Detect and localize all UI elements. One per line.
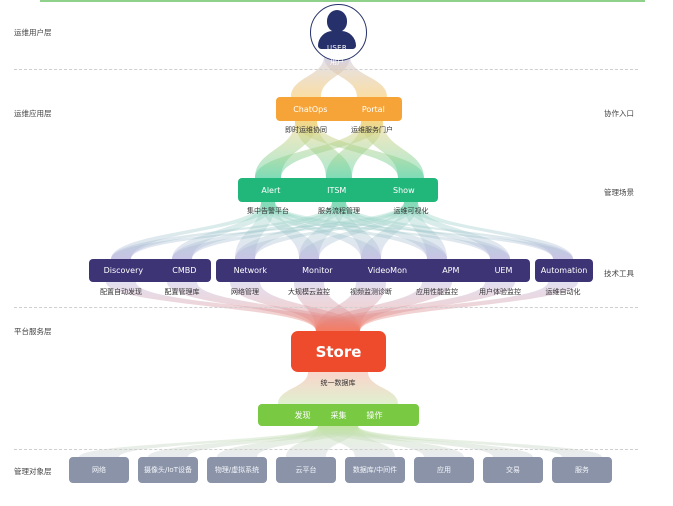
user-label: USER bbox=[326, 44, 348, 52]
tool-uem-sub: 用户体验监控 bbox=[479, 288, 521, 296]
flow-entry-scene bbox=[255, 121, 383, 178]
tool-monitor-sub: 大规模云监控 bbox=[288, 288, 330, 296]
tool-automation: Automation bbox=[540, 266, 588, 275]
object-camera-iot[interactable]: 摄像头/IoT设备 bbox=[138, 457, 198, 483]
scene-itsm-sub: 服务流程管理 bbox=[318, 207, 360, 215]
flow-scene-tool bbox=[299, 202, 418, 259]
top-accent-line bbox=[40, 0, 645, 2]
scene-show: Show bbox=[393, 185, 415, 195]
store-box[interactable]: Store bbox=[291, 331, 386, 372]
flow-collect-object bbox=[318, 426, 602, 457]
collect-box[interactable]: 发现 采集 操作 bbox=[258, 404, 419, 426]
entry-portal: Portal bbox=[361, 104, 385, 114]
tool-cmbd-sub: 配置管理库 bbox=[164, 288, 200, 296]
flow-scene-tool bbox=[235, 202, 418, 259]
tool-apm: APM bbox=[442, 266, 460, 275]
store-label: Store bbox=[315, 342, 362, 361]
collect-operate: 操作 bbox=[366, 410, 383, 420]
flow-scene-tool bbox=[172, 202, 418, 259]
layer-label-app: 运维应用层 bbox=[14, 109, 52, 118]
object-service[interactable]: 服务 bbox=[552, 457, 612, 483]
flow-collect-object bbox=[79, 426, 358, 457]
user-head-icon bbox=[327, 10, 347, 32]
separator-user bbox=[14, 69, 638, 70]
flow-tool-store bbox=[316, 282, 578, 331]
tool-monitor: Monitor bbox=[302, 266, 333, 275]
tool-network-sub: 网络管理 bbox=[231, 288, 259, 296]
collect-gather: 采集 bbox=[330, 410, 347, 420]
separator-app bbox=[14, 307, 638, 308]
store-sub: 统一数据库 bbox=[320, 379, 356, 387]
tool-network: Network bbox=[233, 266, 267, 275]
scene-itsm: ITSM bbox=[327, 185, 347, 195]
flow-scene-tool bbox=[111, 202, 418, 259]
scene-alert-sub: 集中告警平台 bbox=[247, 207, 289, 215]
flow-scene-tool bbox=[404, 202, 573, 259]
scene-alert: Alert bbox=[261, 185, 281, 195]
flow-tool-store bbox=[106, 282, 360, 331]
flow-store-collect bbox=[278, 372, 398, 404]
scene-box[interactable]: Alert ITSM Show bbox=[238, 178, 438, 202]
right-label-tools: 技术工具 bbox=[604, 269, 634, 278]
tools-config-box[interactable]: Discovery CMBD bbox=[89, 259, 211, 282]
user-sub-label: 用户 bbox=[330, 58, 344, 66]
object-cloud[interactable]: 云平台 bbox=[276, 457, 336, 483]
tool-videomon: VideoMon bbox=[367, 266, 408, 275]
entry-chatops-sub: 即时运维协同 bbox=[285, 126, 327, 134]
right-label-collab: 协作入口 bbox=[604, 109, 634, 118]
object-physical-virtual[interactable]: 物理/虚拟系统 bbox=[207, 457, 267, 483]
tools-automation-box[interactable]: Automation bbox=[535, 259, 593, 282]
tools-monitor-box[interactable]: Network Monitor VideoMon APM UEM bbox=[216, 259, 530, 282]
entry-chatops: ChatOps bbox=[293, 104, 328, 114]
right-label-scenario: 管理场景 bbox=[604, 188, 634, 197]
flow-user-portal bbox=[324, 56, 387, 97]
entry-portal-sub: 运维服务门户 bbox=[351, 126, 393, 134]
tool-cmbd: CMBD bbox=[172, 266, 197, 275]
entry-box[interactable]: ChatOps Portal bbox=[276, 97, 402, 121]
tool-automation-sub: 运维自动化 bbox=[545, 288, 581, 296]
layer-label-objects: 管理对象层 bbox=[14, 467, 52, 476]
object-network[interactable]: 网络 bbox=[69, 457, 129, 483]
collect-discover: 发现 bbox=[294, 410, 311, 420]
scene-show-sub: 运维可视化 bbox=[393, 207, 429, 215]
flow-scene-tool bbox=[111, 202, 346, 259]
flow-entry-scene bbox=[361, 121, 424, 178]
object-transaction[interactable]: 交易 bbox=[483, 457, 543, 483]
tool-videomon-sub: 视频监测诊断 bbox=[350, 288, 392, 296]
flow-scene-tool bbox=[404, 202, 510, 259]
tool-discovery-sub: 配置自动发现 bbox=[100, 288, 142, 296]
flow-scene-tool bbox=[361, 202, 418, 259]
layer-label-user: 运维用户层 bbox=[14, 28, 52, 37]
user-body-icon bbox=[318, 31, 356, 49]
object-database-middleware[interactable]: 数据库/中间件 bbox=[345, 457, 405, 483]
layer-label-platform: 平台服务层 bbox=[14, 327, 52, 336]
object-application[interactable]: 应用 bbox=[414, 457, 474, 483]
separator-platform bbox=[14, 449, 638, 450]
flow-scene-tool bbox=[111, 202, 275, 259]
tool-discovery: Discovery bbox=[103, 266, 144, 275]
tool-uem: UEM bbox=[494, 266, 513, 275]
tool-apm-sub: 应用性能监控 bbox=[416, 288, 458, 296]
